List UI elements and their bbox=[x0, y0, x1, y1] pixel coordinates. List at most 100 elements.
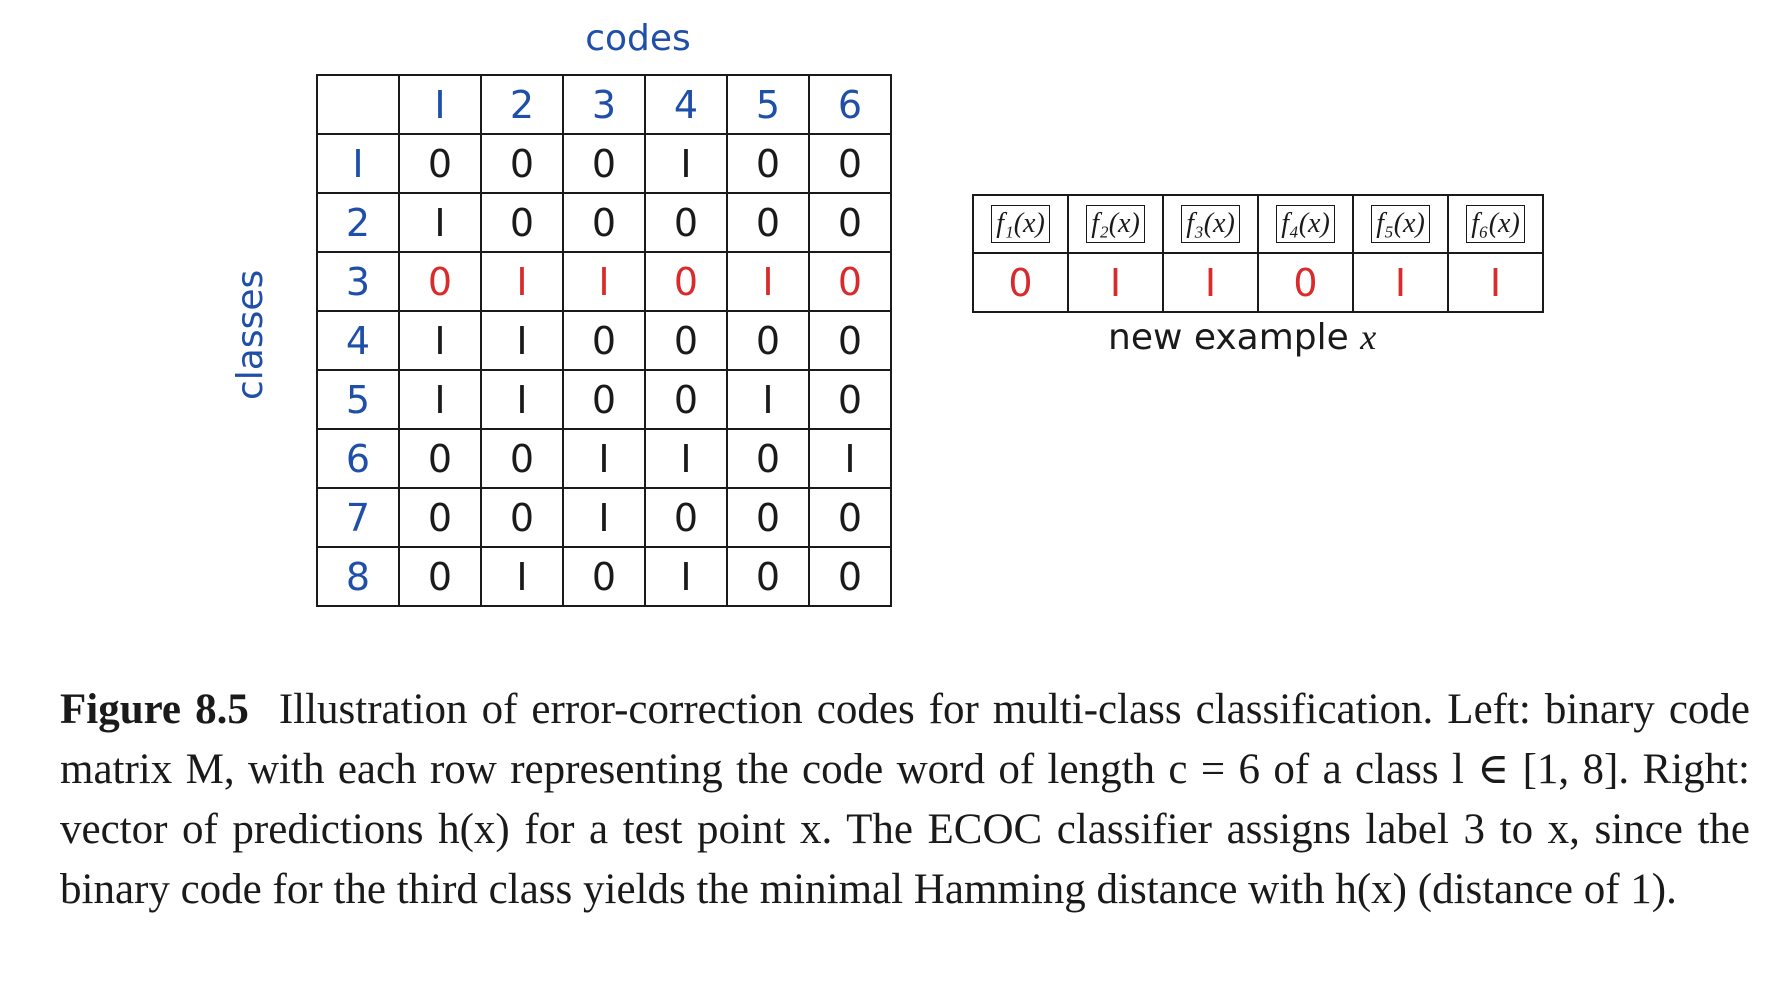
code-cell: 0 bbox=[808, 310, 892, 371]
code-cell: 0 bbox=[398, 487, 482, 548]
code-cell: 0 bbox=[644, 251, 728, 312]
class-row-label: 4 bbox=[316, 310, 400, 371]
prediction-function-label: f₆(x) bbox=[1466, 205, 1525, 243]
class-row-label: 5 bbox=[316, 369, 400, 430]
classes-axis-label: classes bbox=[230, 269, 271, 400]
code-cell: 0 bbox=[398, 546, 482, 607]
prediction-function-cell: f₂(x) bbox=[1067, 194, 1164, 254]
code-cell: I bbox=[480, 369, 564, 430]
code-cell: 0 bbox=[480, 192, 564, 253]
matrix-corner-cell bbox=[316, 74, 400, 135]
prediction-function-cell: f₅(x) bbox=[1352, 194, 1449, 254]
code-cell: I bbox=[726, 369, 810, 430]
code-cell: I bbox=[398, 369, 482, 430]
code-column-header: 4 bbox=[644, 74, 728, 135]
code-cell: 0 bbox=[480, 133, 564, 194]
code-cell: 0 bbox=[480, 487, 564, 548]
class-row-label: 7 bbox=[316, 487, 400, 548]
code-column-header: 5 bbox=[726, 74, 810, 135]
code-cell: 0 bbox=[644, 192, 728, 253]
new-example-text: new example bbox=[1108, 317, 1361, 358]
code-cell: I bbox=[562, 251, 646, 312]
code-column-header: 3 bbox=[562, 74, 646, 135]
code-cell: 0 bbox=[808, 487, 892, 548]
prediction-function-row: f₁(x) f₂(x) f₃(x) f₄(x) f₅(x) f₆(x) bbox=[972, 194, 1544, 254]
prediction-value-cell: I bbox=[1352, 252, 1449, 313]
code-cell: 0 bbox=[726, 487, 810, 548]
code-cell: 0 bbox=[398, 251, 482, 312]
code-cell: 0 bbox=[726, 192, 810, 253]
prediction-function-cell: f₁(x) bbox=[972, 194, 1069, 254]
code-cell: 0 bbox=[808, 369, 892, 430]
code-cell: 0 bbox=[808, 251, 892, 312]
caption-text: Illustration of error-correction codes f… bbox=[60, 686, 1750, 913]
code-cell: 0 bbox=[808, 133, 892, 194]
prediction-function-label: f₄(x) bbox=[1276, 205, 1335, 243]
code-cell: I bbox=[644, 428, 728, 489]
prediction-value-cell: 0 bbox=[972, 252, 1069, 313]
code-cell: I bbox=[480, 310, 564, 371]
code-cell: 0 bbox=[726, 133, 810, 194]
code-cell: 0 bbox=[644, 487, 728, 548]
code-cell: 0 bbox=[480, 428, 564, 489]
class-row-label: 8 bbox=[316, 546, 400, 607]
code-cell: 0 bbox=[808, 192, 892, 253]
code-cell: I bbox=[808, 428, 892, 489]
code-cell: I bbox=[562, 487, 646, 548]
prediction-value-cell: I bbox=[1447, 252, 1544, 313]
code-cell: 0 bbox=[562, 546, 646, 607]
class-row-label: 2 bbox=[316, 192, 400, 253]
code-cell: I bbox=[398, 192, 482, 253]
code-cell: I bbox=[726, 251, 810, 312]
new-example-label: new example x bbox=[1108, 316, 1376, 358]
code-cell: I bbox=[644, 133, 728, 194]
prediction-function-cell: f₆(x) bbox=[1447, 194, 1544, 254]
code-column-header: I bbox=[398, 74, 482, 135]
prediction-value-cell: I bbox=[1162, 252, 1259, 313]
code-column-header: 2 bbox=[480, 74, 564, 135]
code-cell: 0 bbox=[808, 546, 892, 607]
code-cell: 0 bbox=[398, 133, 482, 194]
code-cell: I bbox=[480, 546, 564, 607]
code-cell: I bbox=[562, 428, 646, 489]
code-cell: I bbox=[644, 546, 728, 607]
code-cell: 0 bbox=[644, 369, 728, 430]
class-row-label: 6 bbox=[316, 428, 400, 489]
prediction-value-cell: 0 bbox=[1257, 252, 1354, 313]
codes-axis-label: codes bbox=[585, 18, 691, 59]
code-cell: 0 bbox=[562, 192, 646, 253]
class-row-label: I bbox=[316, 133, 400, 194]
prediction-function-label: f₁(x) bbox=[991, 205, 1050, 243]
prediction-function-cell: f₄(x) bbox=[1257, 194, 1354, 254]
code-cell: 0 bbox=[726, 546, 810, 607]
code-column-header: 6 bbox=[808, 74, 892, 135]
prediction-value-cell: I bbox=[1067, 252, 1164, 313]
code-cell: 0 bbox=[726, 310, 810, 371]
code-cell: I bbox=[480, 251, 564, 312]
code-cell: 0 bbox=[726, 428, 810, 489]
new-example-variable: x bbox=[1360, 317, 1377, 357]
prediction-function-cell: f₃(x) bbox=[1162, 194, 1259, 254]
code-cell: 0 bbox=[562, 310, 646, 371]
code-cell: 0 bbox=[644, 310, 728, 371]
class-row-label: 3 bbox=[316, 251, 400, 312]
prediction-function-label: f₃(x) bbox=[1181, 205, 1240, 243]
code-cell: 0 bbox=[562, 133, 646, 194]
code-cell: I bbox=[398, 310, 482, 371]
code-cell: 0 bbox=[398, 428, 482, 489]
figure-number: Figure 8.5 bbox=[60, 686, 249, 733]
code-cell: 0 bbox=[562, 369, 646, 430]
